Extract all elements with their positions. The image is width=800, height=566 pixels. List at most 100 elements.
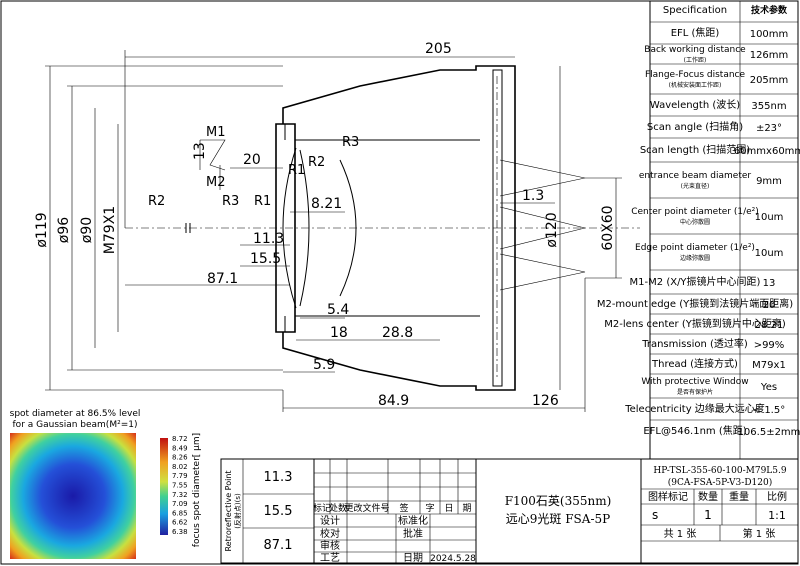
sheet-total: 共 1 张 xyxy=(664,528,697,540)
dim-84-9: 84.9 xyxy=(378,393,409,409)
rev-header: 日 xyxy=(444,503,453,514)
approve-label: 批准 xyxy=(403,527,423,540)
dim-15-5: 15.5 xyxy=(250,251,281,267)
rev-header: 标记 xyxy=(313,502,331,514)
rev-row-label: 校对 xyxy=(320,527,340,540)
label-m2: M2 xyxy=(206,175,226,190)
spec-row: Edge point diameter (1/e²)边缘弥散圆 10um xyxy=(635,243,783,262)
spec-value: 9mm xyxy=(756,176,782,187)
dim-m79: M79X1 xyxy=(102,206,118,254)
retro-label: Retroreflective Point xyxy=(224,470,233,551)
colorbar-tick: 7.09 xyxy=(172,500,188,508)
spec-row: EFL (焦距)100mm xyxy=(671,26,789,40)
retro-value-1: 11.3 xyxy=(264,470,293,485)
spec-value: 20 xyxy=(763,300,776,311)
spec-value: 205mm xyxy=(750,75,789,86)
colorbar-tick: 7.79 xyxy=(172,472,188,480)
colorbar-tick: 7.32 xyxy=(172,491,188,499)
product-name-1: F100石英(355nm) xyxy=(505,494,612,508)
spot-chart: spot diameter at 86.5% level for a Gauss… xyxy=(10,409,202,559)
spec-label: Back working distance xyxy=(644,45,746,55)
qty-value: 1 xyxy=(704,508,712,522)
rev-header: 字 xyxy=(425,502,434,514)
spot-heatmap xyxy=(10,433,136,559)
dim-8-21: 8.21 xyxy=(311,196,342,212)
rev-header: 处数 xyxy=(329,502,347,514)
dim-13: 13 xyxy=(192,142,208,160)
spec-label: entrance beam diameter xyxy=(639,171,752,181)
dim-dia-90: ø90 xyxy=(79,217,95,243)
spec-label-zh: 边缘弥散圆 xyxy=(680,254,710,262)
col-scale: 比例 xyxy=(767,490,787,503)
spec-label: Transmission (透过率) xyxy=(641,337,748,350)
spec-value: 13 xyxy=(763,278,776,289)
spec-value: >99% xyxy=(754,340,785,351)
lens-assembly xyxy=(125,65,640,391)
label-r3-b: R3 xyxy=(222,194,239,209)
dimension-labels: 205 20 13 1.3 8.21 11.3 15.5 87.1 5.4 18… xyxy=(34,41,616,409)
spec-row: M1-M2 (X/Y振镜片中心间距)13 xyxy=(630,275,776,289)
colorbar-tick: 7.55 xyxy=(172,482,188,490)
spec-label: Edge point diameter (1/e²) xyxy=(635,243,755,253)
rev-header: 期 xyxy=(462,503,471,514)
colorbar-tick: 6.85 xyxy=(172,509,188,517)
spec-header-zh: 技术参数 xyxy=(751,4,788,16)
spec-row: M2-lens center (Y振镜到镜片中心距离)28.21 xyxy=(604,317,786,331)
spec-label: Wavelength (波长) xyxy=(650,98,740,111)
spec-value: 60mmx60mm xyxy=(734,146,800,157)
spec-row: EFL@546.1nm (焦距)106.5±2mm xyxy=(643,424,800,438)
spec-label: Telecentricity 边缘最大远心度 xyxy=(624,402,765,415)
dim-dia-120: ø120 xyxy=(544,212,560,247)
retro-value-2: 15.5 xyxy=(264,504,293,519)
date-value: 2024.5.28 xyxy=(430,554,476,564)
spec-value: Yes xyxy=(760,382,777,393)
spec-value: 355nm xyxy=(751,101,786,112)
spot-chart-title-1: spot diameter at 86.5% level xyxy=(10,409,141,419)
label-r1-b: R1 xyxy=(254,194,271,209)
spec-row: M2-mount edge (Y振镜到法镜片端面距离)20 xyxy=(597,297,793,311)
dim-5-4: 5.4 xyxy=(327,302,349,318)
spec-value: 10um xyxy=(755,248,784,259)
colorbar-tick: 6.38 xyxy=(172,528,188,536)
spot-colorbar xyxy=(160,438,168,535)
colorbar-tick: 8.72 xyxy=(172,435,188,443)
colorbar-tick: 8.02 xyxy=(172,463,188,471)
rev-header: 更改文件号 xyxy=(344,502,389,514)
colorbar-tick: 6.62 xyxy=(172,519,188,527)
spec-label: EFL@546.1nm (焦距) xyxy=(643,424,746,437)
dim-11-3: 11.3 xyxy=(253,231,284,247)
col-weight: 重量 xyxy=(729,490,749,503)
rev-header: 签 xyxy=(399,502,408,514)
spec-row: Transmission (透过率) >99% xyxy=(641,337,784,351)
col-drawing-mark: 图样标记 xyxy=(648,490,688,503)
scale-value: 1:1 xyxy=(768,509,786,522)
spec-label: Thread (连接方式) xyxy=(651,357,738,370)
spec-label-zh: (光束直径) xyxy=(681,182,710,190)
std-label: 标准化 xyxy=(398,514,428,527)
rev-row-label: 设计 xyxy=(320,514,340,527)
part-no-2: (9CA-FSA-5P-V3-D120) xyxy=(668,477,772,488)
colorbar-tick: 8.26 xyxy=(172,454,188,462)
spec-label: M1-M2 (X/Y振镜片中心间距) xyxy=(630,275,761,288)
rev-row-label: 审核 xyxy=(320,539,340,552)
spec-row: Scan length (扫描范围)60mmx60mm xyxy=(640,143,800,157)
dimension-lines xyxy=(45,50,622,412)
spec-label: M2-lens center (Y振镜到镜片中心距离) xyxy=(604,317,786,330)
spec-value: 106.5±2mm xyxy=(738,427,800,438)
dim-205: 205 xyxy=(425,41,452,57)
label-r1: R1 xyxy=(288,163,305,178)
spot-chart-title-2: for a Gaussian beam(M²=1) xyxy=(13,420,138,430)
dim-20: 20 xyxy=(243,152,261,168)
dim-126: 126 xyxy=(532,393,559,409)
colorbar-tick: 8.49 xyxy=(172,444,188,452)
col-qty: 数量 xyxy=(698,490,718,503)
spec-value: M79x1 xyxy=(752,360,786,371)
dim-28-8: 28.8 xyxy=(382,325,413,341)
spec-label: With protective Window xyxy=(641,377,748,387)
label-m1: M1 xyxy=(206,125,226,140)
dim-5-9: 5.9 xyxy=(313,357,335,373)
dim-dia-96: ø96 xyxy=(56,217,72,243)
